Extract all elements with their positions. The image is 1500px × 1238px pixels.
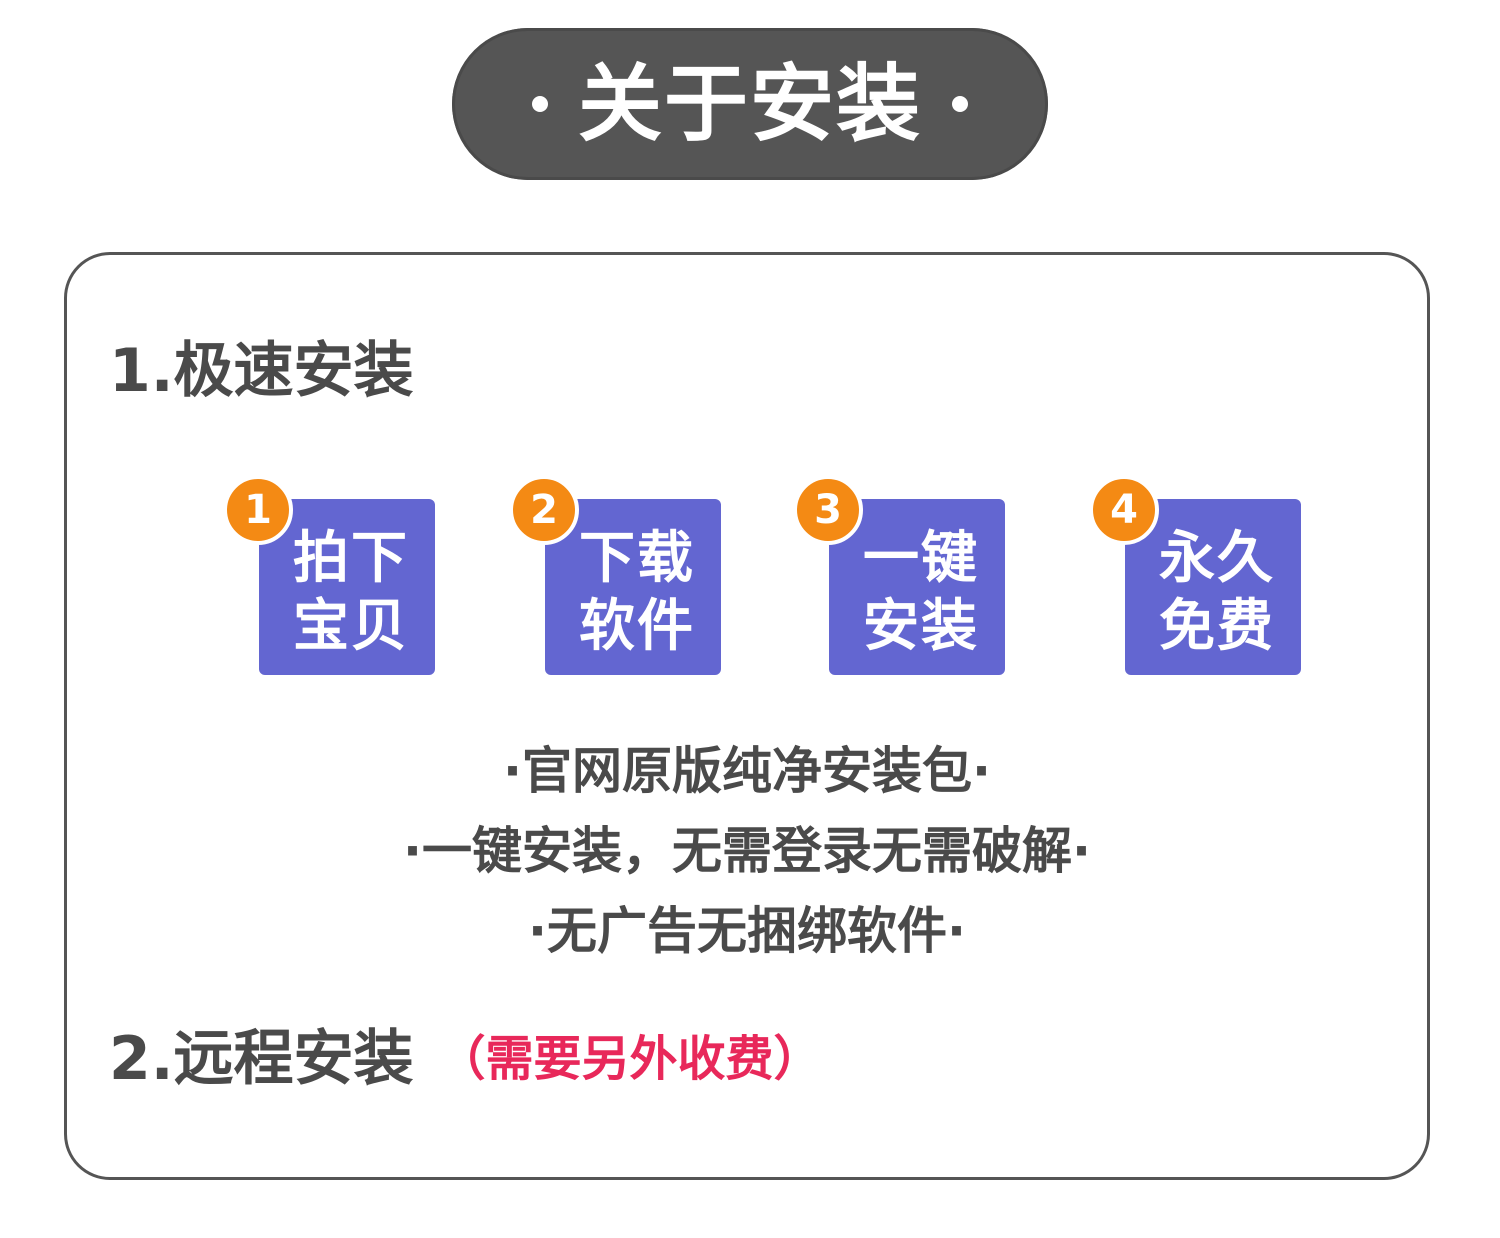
page-title: 关于安装: [577, 54, 922, 153]
step-3-text: 一键 安装: [863, 525, 983, 661]
step-1-line1: 拍下: [293, 526, 409, 591]
header-pill: 关于安装: [452, 28, 1048, 180]
step-2-text: 下载 软件: [579, 525, 699, 661]
step-3-line1: 一键: [863, 526, 979, 591]
step-2-line2: 软件: [579, 594, 695, 659]
step-3-line2: 安装: [863, 594, 979, 659]
step-3-tile: 3 一键 安装: [793, 475, 1005, 675]
section-remote-install-title: 2.远程安装（需要另外收费）: [109, 1029, 822, 1089]
step-1-line2: 宝贝: [293, 594, 409, 659]
feature-item-1: ·官网原版纯净安装包·: [503, 742, 991, 800]
step-2-badge: 2: [509, 475, 579, 545]
step-3-badge: 3: [793, 475, 863, 545]
step-1-badge: 1: [223, 475, 293, 545]
install-info-card: 1.极速安装 1 拍下 宝贝 2 下载 软件 3 一键 安装 4 永久 免费 ·…: [64, 252, 1430, 1180]
section-remote-install-label: 2.远程安装: [109, 1024, 414, 1094]
step-4-tile: 4 永久 免费: [1089, 475, 1301, 675]
step-4-line1: 永久: [1159, 526, 1275, 591]
feature-item-2: ·一键安装，无需登录无需破解·: [403, 822, 1091, 880]
extra-fee-note: （需要另外收费）: [437, 1031, 822, 1087]
feature-item-3: ·无广告无捆绑软件·: [528, 902, 966, 960]
step-2-line1: 下载: [579, 526, 695, 591]
step-2-tile: 2 下载 软件: [509, 475, 721, 675]
header-dot-right: [952, 96, 968, 112]
step-4-text: 永久 免费: [1159, 525, 1279, 661]
step-1-text: 拍下 宝贝: [293, 525, 413, 661]
section-fast-install-title: 1.极速安装: [109, 336, 414, 406]
feature-list: ·官网原版纯净安装包· ·一键安装，无需登录无需破解· ·无广告无捆绑软件·: [67, 731, 1427, 971]
step-1-tile: 1 拍下 宝贝: [223, 475, 435, 675]
step-4-badge: 4: [1089, 475, 1159, 545]
header-dot-left: [531, 96, 548, 112]
step-4-line2: 免费: [1159, 594, 1275, 659]
